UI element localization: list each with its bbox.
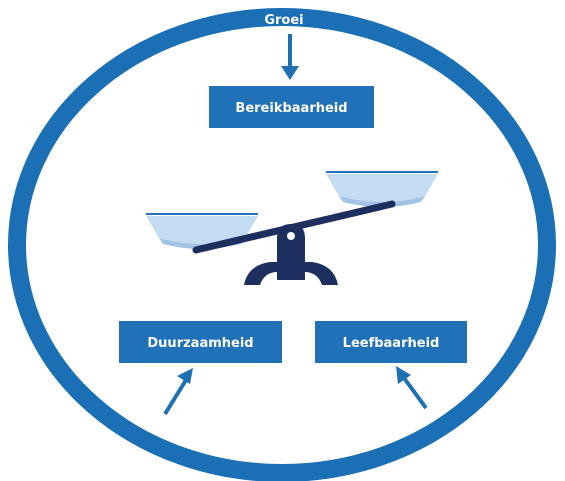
balance-scale-icon (146, 171, 438, 285)
arrow-up-right-icon (163, 368, 193, 416)
growth-ring (8, 8, 556, 481)
duurzaamheid-box: Duurzaamheid (119, 321, 282, 363)
arrow-down-icon (281, 34, 299, 80)
bereikbaarheid-box: Bereikbaarheid (209, 86, 374, 128)
arrow-up-left-icon (396, 366, 428, 410)
leefbaarheid-label: Leefbaarheid (343, 336, 440, 351)
leefbaarheid-box: Leefbaarheid (315, 321, 467, 363)
bereikbaarheid-label: Bereikbaarheid (235, 101, 347, 116)
ring-label: Groei (264, 13, 303, 28)
duurzaamheid-label: Duurzaamheid (147, 336, 253, 351)
